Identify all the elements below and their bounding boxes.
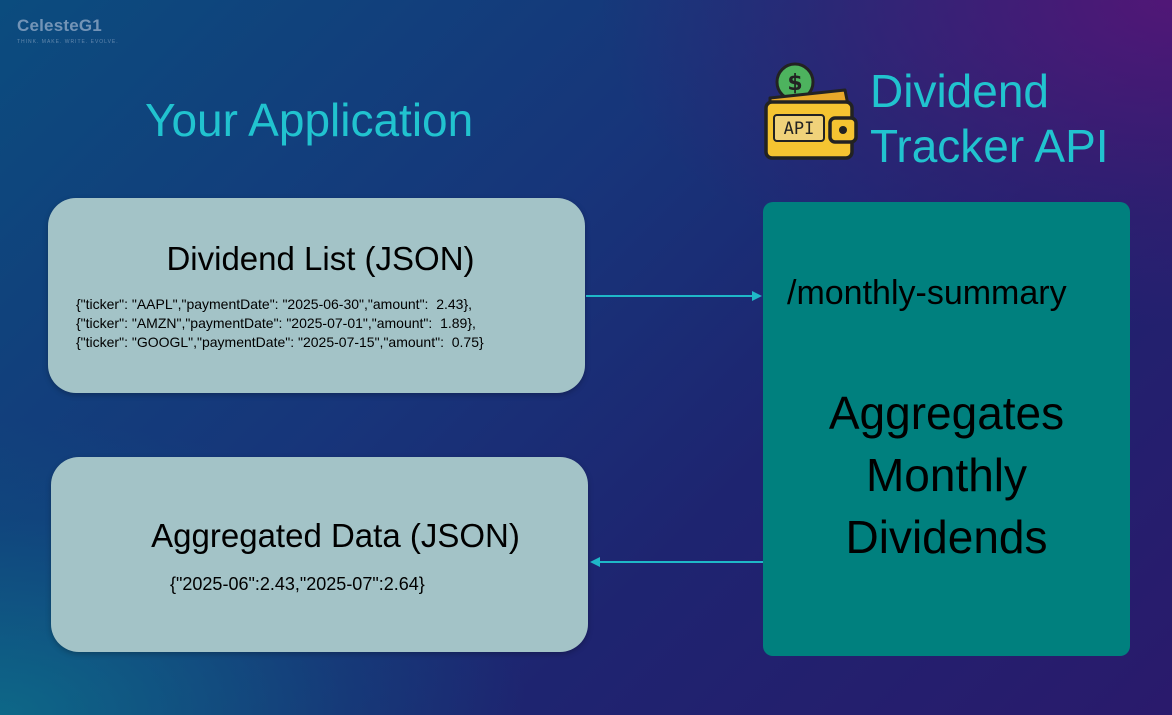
api-title: Dividend Tracker API — [870, 64, 1109, 174]
aggregated-data-title: Aggregated Data (JSON) — [151, 517, 520, 554]
brand-tagline: THINK. MAKE. WRITE. EVOLVE. — [17, 39, 119, 45]
api-description-line-1: Aggregates — [828, 387, 1065, 439]
api-description-line-3: Dividends — [845, 511, 1048, 563]
endpoint-label: /monthly-summary — [787, 274, 1067, 312]
wallet-icon: $ API — [764, 62, 858, 160]
brand-logo: CelesteG1 THINK. MAKE. WRITE. EVOLVE. — [17, 16, 119, 45]
api-description-line-2: Monthly — [865, 449, 1028, 501]
json-line: {"ticker": "AMZN","paymentDate": "2025-0… — [76, 315, 476, 331]
dividend-list-box: Dividend List (JSON) {"ticker": "AAPL","… — [48, 198, 585, 393]
api-box: /monthly-summary Aggregates Monthly Divi… — [763, 202, 1130, 656]
dividend-list-json: {"ticker": "AAPL","paymentDate": "2025-0… — [76, 295, 484, 352]
api-label-text: API — [784, 119, 815, 139]
api-title-line-2: Tracker API — [870, 120, 1109, 172]
json-line: {"ticker": "AAPL","paymentDate": "2025-0… — [76, 296, 473, 312]
your-application-title: Your Application — [145, 94, 474, 146]
aggregated-data-json: {"2025-06":2.43,"2025-07":2.64} — [170, 574, 425, 594]
svg-text:$: $ — [787, 71, 802, 96]
api-title-line-1: Dividend — [870, 65, 1049, 117]
json-line: {"ticker": "GOOGL","paymentDate": "2025-… — [76, 334, 484, 350]
api-description: Aggregates Monthly Dividends — [763, 382, 1130, 568]
aggregated-data-box: Aggregated Data (JSON) {"2025-06":2.43,"… — [51, 457, 588, 652]
brand-name: CelesteG1 — [17, 16, 102, 35]
dividend-list-title: Dividend List (JSON) — [166, 240, 475, 277]
